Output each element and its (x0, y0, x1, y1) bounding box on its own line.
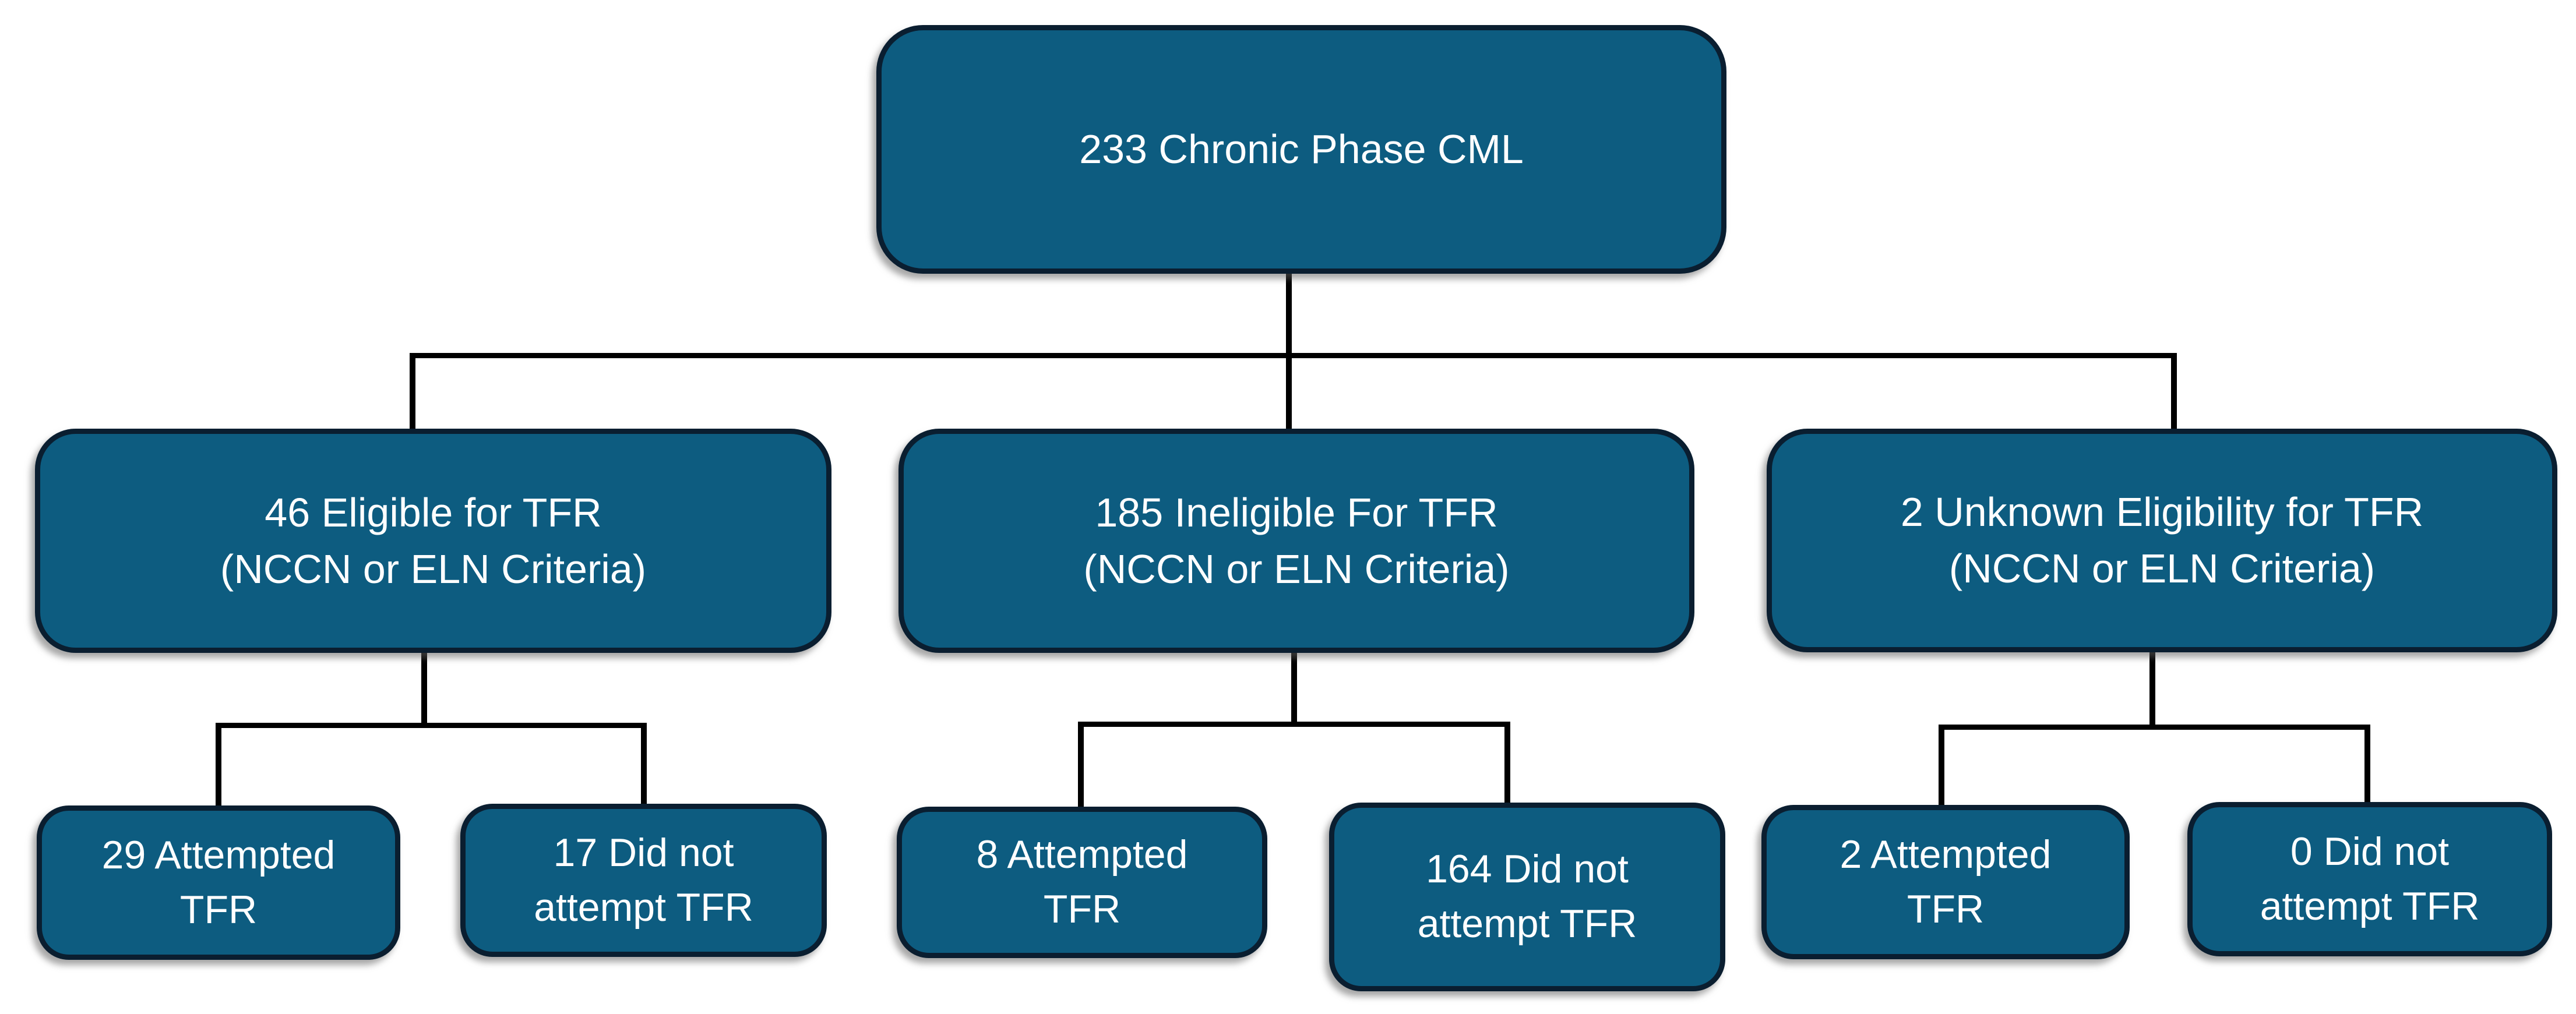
node-label-line2: TFR (1043, 887, 1121, 931)
node-label-line2: (NCCN or ELN Criteria) (1083, 546, 1510, 592)
node-label: 233 Chronic Phase CML (1079, 126, 1524, 172)
connector-root-drop-unknown (2171, 353, 2177, 432)
node-label-line1: 17 Did not (553, 830, 734, 875)
node-label-line1: 46 Eligible for TFR (265, 489, 602, 535)
connector-ineligible-drop-not-attempted (1504, 722, 1510, 805)
node-ineligible-did-not-attempt-tfr: 164 Did not attempt TFR (1329, 803, 1725, 991)
connector-unknown-drop-attempted (1939, 725, 1944, 807)
node-label-line1: 8 Attempted (976, 832, 1188, 877)
node-eligible-attempted-tfr: 29 Attempted TFR (37, 805, 400, 960)
connector-ineligible-drop-attempted (1078, 722, 1084, 809)
node-ineligible-for-tfr: 185 Ineligible For TFR (NCCN or ELN Crit… (898, 429, 1694, 653)
node-ineligible-attempted-tfr: 8 Attempted TFR (897, 807, 1267, 958)
node-label-line2: attempt TFR (2260, 884, 2480, 928)
node-chronic-phase-cml: 233 Chronic Phase CML (876, 25, 1726, 274)
node-unknown-eligibility-for-tfr: 2 Unknown Eligibility for TFR (NCCN or E… (1767, 429, 2557, 652)
node-label-line1: 185 Ineligible For TFR (1095, 489, 1498, 535)
connector-ineligible-stub (1291, 651, 1297, 726)
connector-eligible-hbar (216, 723, 647, 728)
connector-unknown-drop-not-attempted (2364, 725, 2370, 804)
node-label-line1: 0 Did not (2290, 829, 2450, 874)
connector-eligible-stub (421, 651, 427, 727)
node-unknown-attempted-tfr: 2 Attempted TFR (1761, 805, 2130, 959)
node-label-line2: (NCCN or ELN Criteria) (220, 546, 647, 592)
connector-ineligible-hbar (1078, 722, 1510, 727)
connector-unknown-stub (2149, 651, 2155, 728)
node-label-line2: TFR (1907, 886, 1985, 931)
node-eligible-for-tfr: 46 Eligible for TFR (NCCN or ELN Criteri… (35, 429, 831, 653)
node-unknown-did-not-attempt-tfr: 0 Did not attempt TFR (2187, 802, 2552, 956)
node-label-line1: 164 Did not (1426, 847, 1629, 892)
node-label-line1: 2 Unknown Eligibility for TFR (1900, 489, 2424, 535)
connector-eligible-drop-not-attempted (641, 723, 647, 806)
connector-root-drop-eligible (410, 353, 415, 432)
node-label-line1: 29 Attempted (101, 832, 336, 877)
node-label-line2: (NCCN or ELN Criteria) (1948, 546, 2376, 591)
node-label-line2: attempt TFR (1417, 902, 1637, 946)
connector-eligible-drop-attempted (216, 723, 221, 808)
node-eligible-did-not-attempt-tfr: 17 Did not attempt TFR (460, 804, 827, 957)
node-label-line2: attempt TFR (534, 885, 753, 930)
connector-root-hbar (410, 353, 2177, 358)
connector-unknown-hbar (1939, 725, 2370, 730)
node-label-line2: TFR (179, 887, 258, 932)
node-label-line1: 2 Attempted (1840, 832, 2052, 877)
